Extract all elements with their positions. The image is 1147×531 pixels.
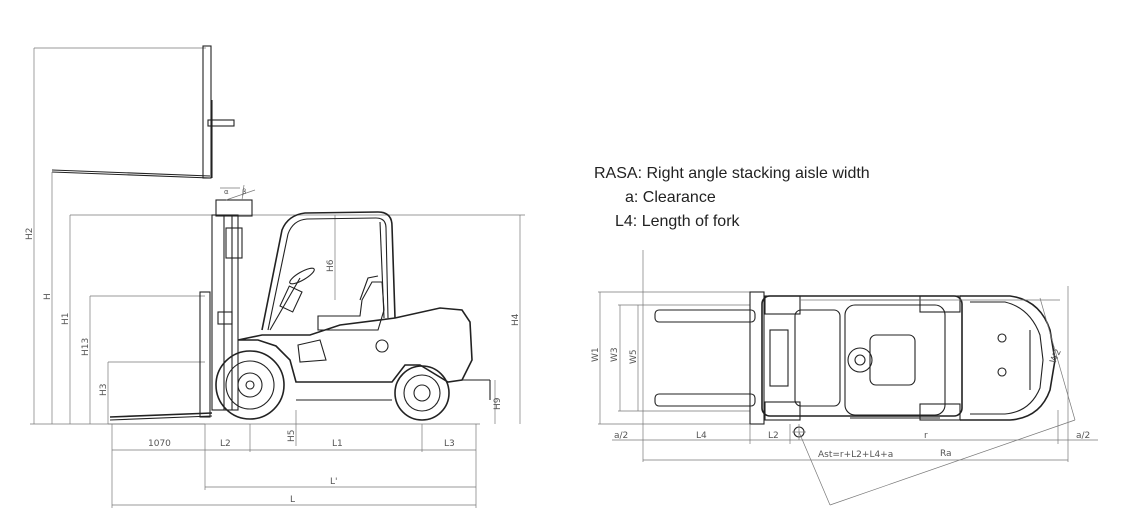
dim-H13: H13	[81, 338, 91, 356]
dim-1070: 1070	[148, 439, 171, 449]
dim-H6: H6	[326, 259, 336, 272]
dim-L2-side: L2	[220, 439, 231, 449]
side-view: H2 H H1 H13 H3 H4 H6 H9 H5 1070 L2 L1 L3…	[25, 45, 525, 508]
dim-a2-right: a/2	[1076, 431, 1090, 441]
dim-W1: W1	[591, 347, 601, 362]
steering-column	[269, 267, 315, 331]
legend: RASA: Right angle stacking aisle width a…	[594, 165, 870, 230]
lowered-forks	[109, 291, 213, 421]
dim-H3: H3	[99, 384, 109, 397]
legend-fork-length: L4: Length of fork	[615, 213, 741, 230]
dim-L2-top: L2	[768, 431, 779, 441]
dim-r: r	[924, 431, 928, 441]
dim-H: H	[43, 293, 53, 300]
operator-seat	[317, 275, 385, 331]
dim-H4: H4	[511, 313, 521, 326]
horizontal-dimensions	[111, 380, 496, 508]
raised-mast	[34, 45, 235, 179]
front-wheel	[215, 350, 285, 420]
top-view: W1 W3 W5 W2 a/2 a/2 L4 L2 r Ra Ast=r+L2+…	[591, 250, 1098, 506]
top-body	[761, 295, 1056, 421]
dim-L: L	[290, 495, 295, 505]
dim-W2: W2	[1049, 348, 1064, 365]
dim-H5: H5	[287, 430, 297, 443]
dim-alpha: α	[224, 188, 229, 196]
vertical-dimensions	[30, 48, 525, 425]
dim-W3: W3	[610, 347, 620, 362]
truck-body	[237, 307, 491, 401]
dim-Lprime: L'	[330, 477, 338, 487]
legend-rasa: RASA: Right angle stacking aisle width	[594, 165, 870, 182]
dim-L3: L3	[444, 439, 455, 449]
top-forks	[654, 309, 756, 407]
dim-W5: W5	[629, 349, 639, 364]
dim-beta: β	[242, 188, 246, 196]
dim-L1: L1	[332, 439, 343, 449]
dim-Ra: Ra	[940, 449, 952, 459]
mast	[211, 184, 256, 411]
rear-wheel	[394, 365, 450, 421]
dim-a2-left: a/2	[614, 431, 628, 441]
dim-H1: H1	[61, 313, 71, 326]
dim-H9: H9	[493, 397, 503, 410]
legend-clearance: a: Clearance	[625, 189, 716, 206]
dim-L4: L4	[696, 431, 707, 441]
dim-H2: H2	[25, 228, 35, 241]
dim-Ast: Ast=r+L2+L4+a	[818, 450, 893, 460]
